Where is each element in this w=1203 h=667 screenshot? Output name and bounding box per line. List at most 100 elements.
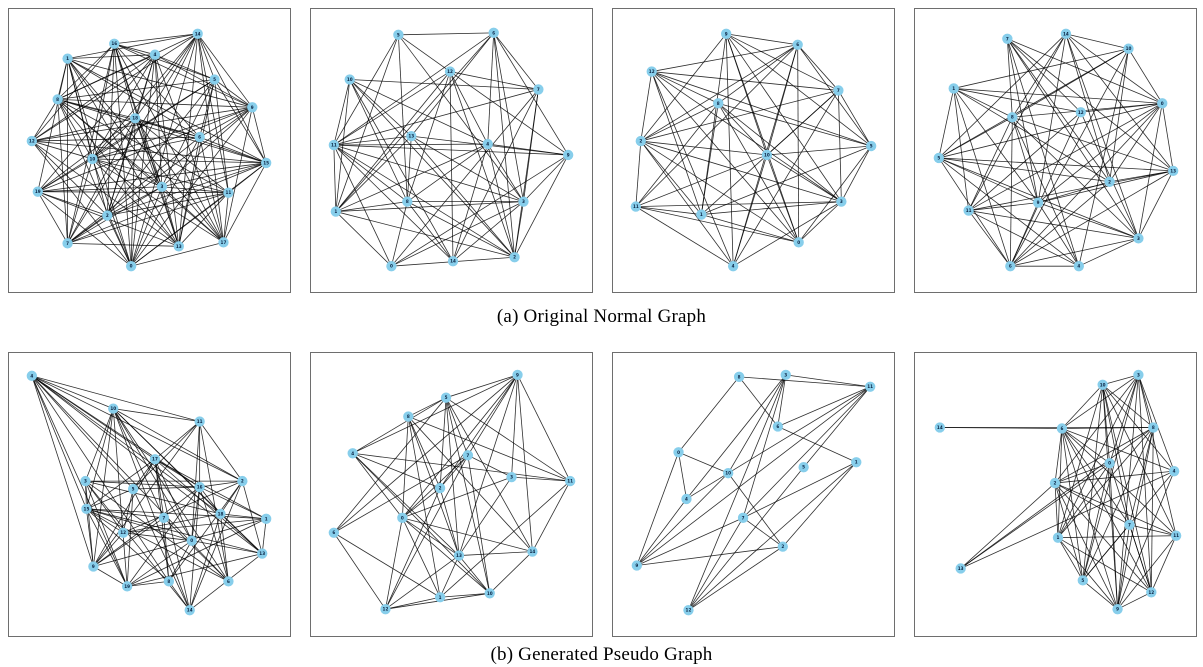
graph-node-label: 14: [450, 259, 456, 264]
graph-edge: [335, 32, 494, 212]
graph-edge: [1161, 103, 1174, 171]
graph-edge: [718, 44, 798, 104]
graph-edge: [113, 43, 180, 247]
graph-node-19: [121, 581, 133, 592]
graph-node-12: [1075, 107, 1086, 118]
graph-edge: [93, 566, 128, 587]
graph-node-2: [1104, 176, 1115, 187]
graph-edge: [397, 34, 408, 202]
graph-edge: [85, 480, 200, 488]
graph-node-label: 11: [1173, 533, 1179, 538]
graph-node-label: 3: [840, 199, 843, 204]
graph-edge: [1138, 374, 1175, 472]
graph-edge: [1007, 38, 1139, 239]
graph-edge: [67, 158, 93, 244]
graph-edge: [1011, 117, 1080, 267]
graph-node-label: 9: [516, 372, 519, 377]
graph-edge: [1057, 427, 1154, 538]
graph-node-13: [173, 241, 184, 252]
graph-edge: [487, 143, 524, 202]
graph-node-12: [646, 66, 657, 77]
graph-node-label: 0: [190, 538, 193, 543]
graph-node-label: 5: [132, 487, 135, 492]
graph-edge: [333, 144, 515, 258]
graph-node-label: 6: [1061, 426, 1064, 431]
graph-edge: [938, 157, 1080, 267]
graph-node-7: [462, 450, 474, 461]
graph-edge: [1009, 202, 1039, 267]
graph-node-13: [453, 550, 465, 561]
graph-edge: [154, 458, 267, 520]
graph-node-7: [1002, 33, 1013, 44]
graph-edge: [640, 71, 653, 142]
graph-edge: [1010, 181, 1110, 267]
graph-edge: [968, 111, 1082, 211]
graph-edge: [31, 140, 108, 216]
graph-node-5: [865, 140, 877, 152]
graph-node-label: 10: [1100, 382, 1106, 387]
graph-node-2: [509, 252, 520, 263]
graph-edge: [1138, 170, 1174, 239]
graph-node-label: 5: [1081, 578, 1084, 583]
graph-edge: [133, 486, 200, 490]
graph-edge: [725, 33, 734, 267]
graph-edge: [1037, 33, 1067, 203]
graph-node-label: 9: [635, 563, 638, 568]
graph-edge: [178, 192, 229, 247]
graph-node-3: [836, 196, 847, 207]
graph-edge: [517, 374, 571, 482]
graph-edge: [938, 157, 1110, 183]
graph-edge: [678, 451, 729, 474]
graph-edge: [968, 210, 1080, 267]
graph-node-label: 12: [1078, 110, 1084, 115]
graph-edge: [953, 88, 970, 211]
caption-generated-pseudo-graph: (b) Generated Pseudo Graph: [490, 644, 713, 665]
graph-node-14: [934, 422, 945, 433]
graph-edge: [1065, 33, 1129, 50]
graph-edge: [1057, 537, 1084, 581]
graph-node-13: [257, 548, 268, 559]
graph-edge: [700, 103, 719, 215]
graph-node-label: 7: [162, 515, 165, 520]
graph-edge: [777, 386, 871, 427]
graph-edge: [352, 453, 491, 594]
graph-edge: [1109, 48, 1129, 182]
graph-node-5: [933, 152, 944, 164]
graph-node-label: 11: [867, 384, 873, 389]
graph-edge: [968, 117, 1013, 211]
graph-edge: [445, 397, 571, 482]
graph-edge: [335, 201, 408, 212]
graph-node-label: 1: [952, 86, 955, 91]
graph-edge: [37, 191, 108, 216]
graph-edge: [726, 33, 798, 46]
graph-node-5: [798, 462, 809, 473]
graph-edge: [1009, 117, 1013, 267]
graph-node-12: [683, 605, 694, 616]
graph-edge: [458, 551, 533, 556]
graph-edge: [1037, 202, 1139, 239]
graph-node-0: [793, 237, 804, 248]
graph-edge: [161, 162, 267, 188]
graph-edge: [220, 513, 267, 520]
graph-edge: [86, 508, 229, 582]
graph-edge: [640, 90, 839, 142]
graph-edge: [126, 540, 192, 587]
graph-edge: [31, 136, 200, 142]
graph-node-label: 8: [1152, 425, 1155, 430]
graph-edge: [1057, 384, 1104, 538]
graph-edge: [1061, 428, 1130, 526]
graph-node-label: 18: [132, 116, 138, 121]
graph-edge: [1054, 482, 1152, 593]
graph-node-5: [393, 29, 404, 40]
graph-edge: [402, 517, 533, 552]
graph-edge: [727, 374, 787, 474]
graph-edges: [635, 33, 872, 267]
graph-edge: [1061, 428, 1175, 472]
graph-edge: [1061, 428, 1118, 610]
graph-edge: [718, 102, 872, 147]
graph-node-label: 2: [513, 255, 516, 260]
graph-edge: [86, 508, 170, 582]
graph-edge: [86, 508, 164, 519]
graph-edge: [1054, 462, 1110, 484]
graph-node-6: [792, 39, 803, 50]
